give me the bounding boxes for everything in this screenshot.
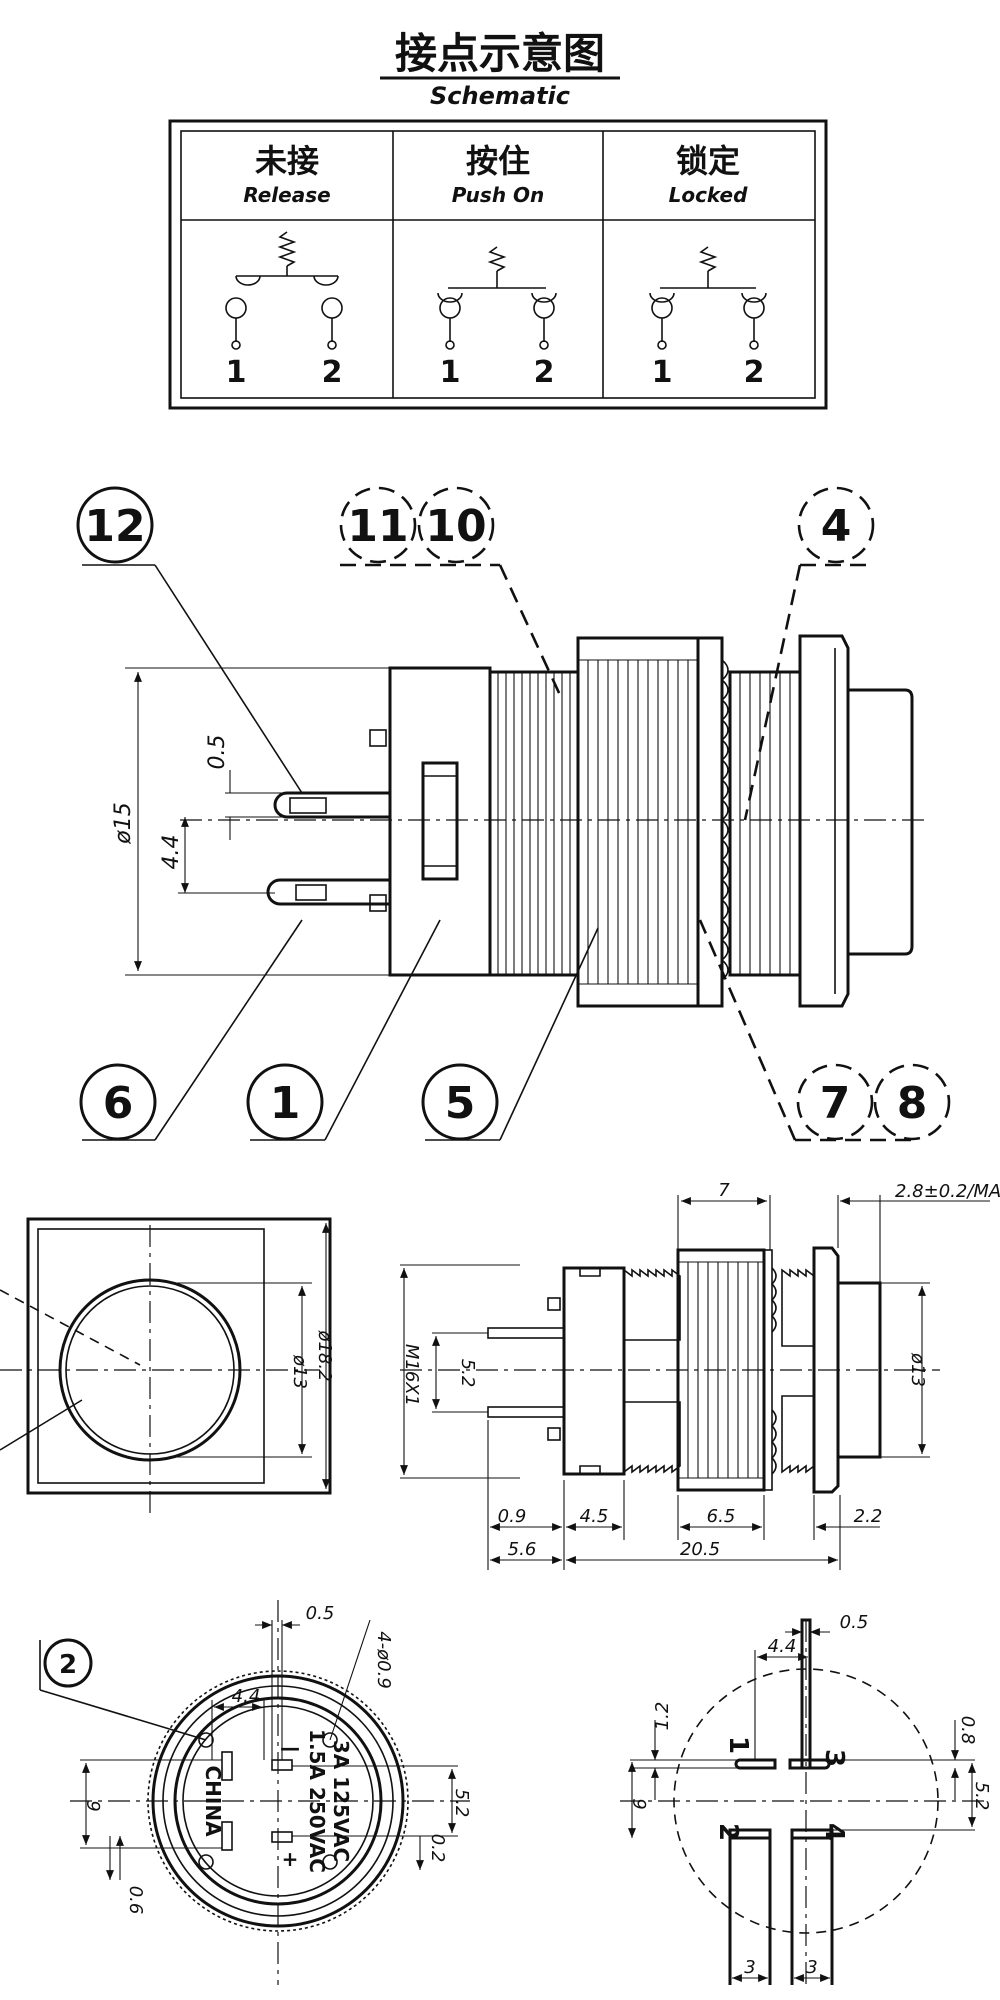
dim-0-5-rear: 0.5 (306, 1603, 335, 1624)
state-locked-en: Locked (669, 183, 748, 207)
dim-4-4-pcb: 4.4 (768, 1636, 797, 1657)
marking-rating-1: 3A 125VAC (329, 1740, 353, 1862)
dim-diameter-18-2: ø18.2 (314, 1329, 335, 1381)
dim-7: 7 (718, 1180, 730, 1201)
balloon-10: 10 (425, 501, 486, 552)
dimensioned-side-view: M16X1 5.2 ø1 (400, 1180, 1000, 1570)
marking-plus: + (282, 1847, 299, 1871)
contact-pushon-symbol (437, 246, 557, 350)
locked-pin-2: 2 (744, 355, 765, 390)
rear-view: CHINA 3A 125VAC 1.5A 250VAC — + 4.4 0.5 … (39, 1600, 472, 1985)
pcb-layout-view: 1 3 2 4 4.4 0.5 1.2 6 0.8 5.2 3 3 (620, 1612, 992, 1985)
dim-0-6: 0.6 (125, 1886, 146, 1915)
dim-0-2: 0.2 (427, 1834, 448, 1863)
title-text: 接点示意图 (395, 29, 605, 78)
dim-5-2-pcb: 5.2 (971, 1782, 992, 1811)
dim-4-4-terminal: 4.4 (159, 835, 184, 870)
pushon-pin-2: 2 (534, 355, 555, 390)
marking-rating-2: 1.5A 250VAC (305, 1729, 329, 1873)
dim-2-8-tolerance: 2.8±0.2/MA (895, 1181, 1000, 1202)
dim-diameter-13-front: ø13 (289, 1354, 310, 1389)
dim-hole-spec: 4-ø0.9 (373, 1631, 394, 1689)
release-pin-1: 1 (226, 355, 247, 390)
dim-5-6: 5.6 (508, 1539, 537, 1560)
pcb-pin-3: 3 (819, 1749, 849, 1767)
dim-1-2: 1.2 (652, 1702, 673, 1731)
state-release-cn: 未接 (255, 142, 319, 180)
balloon-8: 8 (897, 1078, 928, 1129)
dim-6-pcb: 6 (630, 1798, 651, 1809)
dim-0-5-terminal: 0.5 (205, 735, 230, 770)
schematic-title: 接点示意图 Schematic (380, 29, 620, 110)
dim-0-9: 0.9 (498, 1506, 527, 1527)
front-view: ø13 ø18.2 (0, 1217, 335, 1515)
dim-3-left: 3 (744, 1957, 755, 1978)
dim-4-5: 4.5 (580, 1506, 609, 1527)
balloon-7: 7 (820, 1078, 851, 1129)
balloon-5: 5 (445, 1078, 476, 1129)
dim-5-2-side: 5.2 (457, 1359, 478, 1388)
dim-diameter-13-side: ø13 (907, 1352, 928, 1387)
balloon-4: 4 (821, 501, 852, 552)
balloon-12: 12 (84, 501, 145, 552)
pushon-pin-1: 1 (440, 355, 461, 390)
dim-6-5: 6.5 (707, 1506, 736, 1527)
balloon-2: 2 (59, 1650, 77, 1680)
pcb-pin-4: 4 (819, 1823, 849, 1841)
dim-2-2: 2.2 (854, 1506, 883, 1527)
state-pushon-cn: 按住 (466, 142, 530, 180)
locked-pin-1: 1 (652, 355, 673, 390)
pcb-pin-2: 2 (713, 1823, 743, 1841)
balloon-11: 11 (347, 501, 408, 552)
dim-3-right: 3 (806, 1957, 817, 1978)
balloon-1: 1 (270, 1078, 301, 1129)
state-release-en: Release (243, 183, 330, 207)
dim-4-4-rear: 4.4 (232, 1686, 261, 1707)
balloon-6: 6 (103, 1078, 134, 1129)
contact-locked-symbol (649, 246, 767, 350)
state-pushon-en: Push On (452, 183, 545, 207)
main-side-view: ø15 0.5 4.4 (76, 486, 951, 1142)
dim-5-2-rear: 5.2 (451, 1789, 472, 1818)
schematic-table: 未接 Release 按住 Push On 锁定 Locked 1 2 (168, 119, 828, 410)
marking-minus: — (280, 1736, 300, 1760)
subtitle-text: Schematic (430, 82, 570, 110)
contact-release-symbol (225, 231, 343, 350)
release-pin-2: 2 (322, 355, 343, 390)
dim-0-5-pcb: 0.5 (840, 1612, 869, 1633)
dim-6-rear: 6 (84, 1800, 105, 1811)
dim-m16x1: M16X1 (401, 1344, 422, 1406)
marking-origin: CHINA (201, 1765, 225, 1837)
dim-20-5: 20.5 (680, 1539, 720, 1560)
dim-diameter-15: ø15 (111, 802, 136, 844)
state-locked-cn: 锁定 (676, 142, 740, 180)
pcb-pin-1: 1 (723, 1736, 753, 1754)
dim-0-8: 0.8 (957, 1716, 978, 1745)
